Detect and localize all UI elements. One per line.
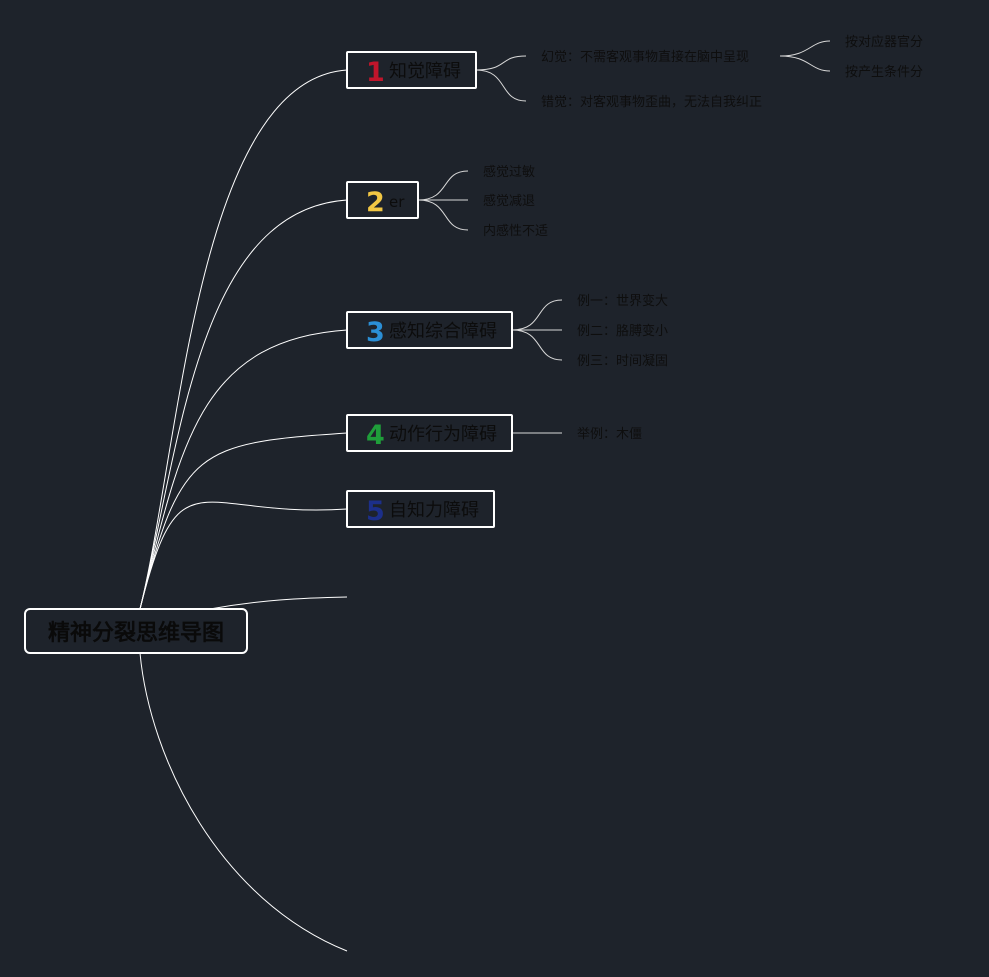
branch-connector [139,199,348,610]
child-node-label: 例一：世界变大 [577,293,668,309]
branch-label: 感知综合障碍 [389,321,497,342]
branch-connector [139,329,348,610]
branch-node-box[interactable] [346,181,419,219]
child-connector [511,299,563,331]
branch-connector [139,69,348,610]
branch-connector [139,432,348,610]
branch-number-badge: 1 [366,57,385,88]
child-node-label: 例三：时间凝固 [577,353,668,369]
branch-node-box[interactable] [346,51,477,89]
branch-label: er [389,193,405,211]
branch-number-badge: 5 [366,496,385,527]
grandchild-connector [779,40,831,57]
child-connector [417,170,469,201]
child-node-label: 感觉减退 [483,193,535,209]
branch-label: 知觉障碍 [389,61,461,82]
branch-label: 自知力障碍 [389,500,479,521]
branch-number-badge: 4 [366,420,385,451]
grandchild-node-label: 按产生条件分 [845,64,923,80]
branch-connector [139,501,348,610]
root-node-label: 精神分裂思维导图 [48,620,224,646]
child-node-label: 内感性不适 [483,223,548,239]
grandchild-connector [779,55,831,72]
branch-node-box[interactable] [346,311,513,349]
empty-branch-connector [139,652,348,952]
connector-lines [139,40,831,952]
child-connector [475,55,527,71]
child-node-label: 错觉：对客观事物歪曲，无法自我纠正 [541,94,762,110]
child-node-label: 举例：木僵 [577,427,642,442]
child-node-label: 例二：胳膊变小 [577,323,668,339]
child-node-label: 感觉过敏 [483,164,535,180]
child-connector [475,69,527,102]
branch-label: 动作行为障碍 [389,424,497,445]
root-node-box[interactable] [24,608,248,654]
grandchild-node-label: 按对应器官分 [845,34,923,50]
branch-number-badge: 2 [366,187,385,218]
empty-branch-connector [209,596,348,610]
branch-number-badge: 3 [366,317,385,348]
child-connector [417,199,469,231]
child-node-label: 幻觉：不需客观事物直接在脑中呈现 [541,49,749,65]
branch-node-box[interactable] [346,490,495,528]
child-connector [511,329,563,361]
branch-node-box[interactable] [346,414,513,452]
